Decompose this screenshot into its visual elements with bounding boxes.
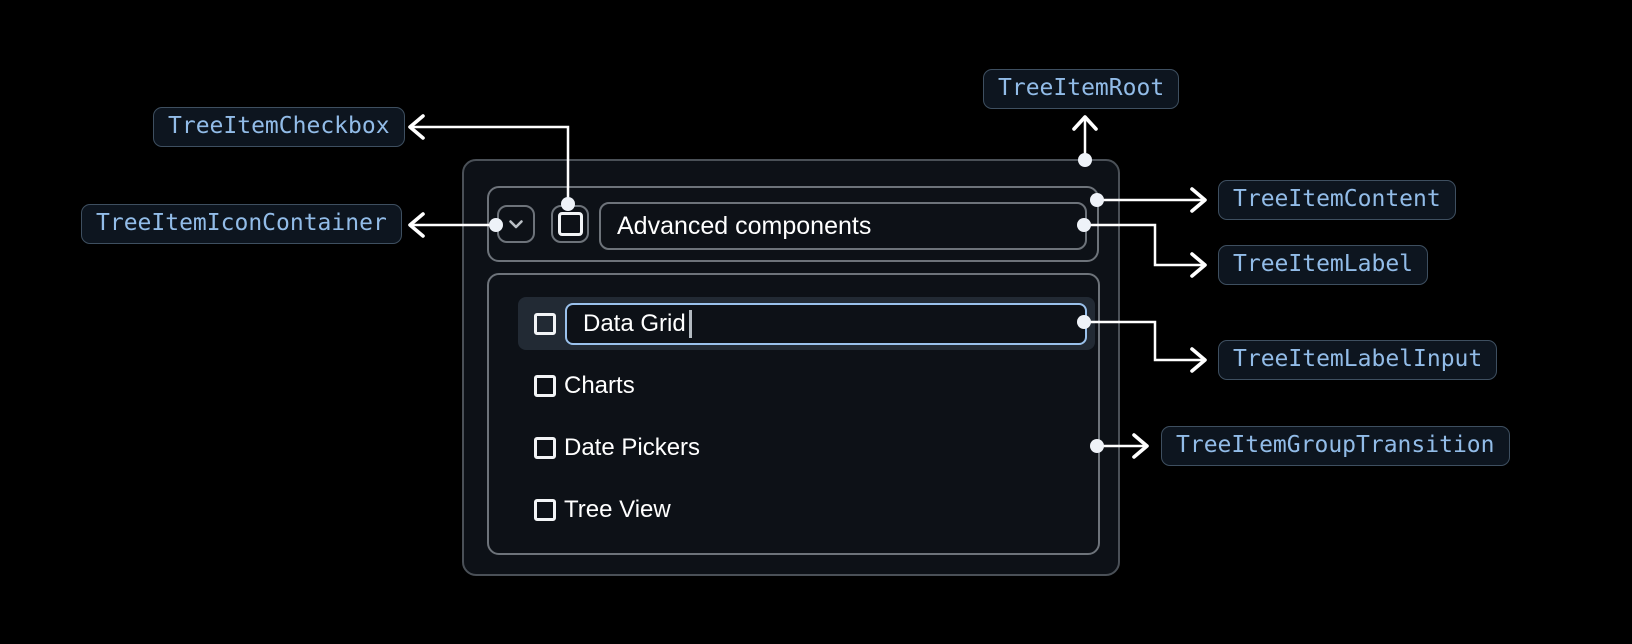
tree-row-label: Tree View xyxy=(564,495,671,523)
checkbox-unchecked-icon[interactable] xyxy=(534,498,556,521)
tree-item-root: Advanced components Data Grid Charts Dat… xyxy=(462,159,1120,576)
tree-item-checkbox[interactable] xyxy=(551,205,589,243)
tree-row-editing[interactable]: Data Grid xyxy=(518,297,1095,350)
checkbox-unchecked-icon[interactable] xyxy=(534,436,556,459)
text-caret-icon xyxy=(688,309,692,338)
annotation-tree-item-checkbox: TreeItemCheckbox xyxy=(153,107,405,147)
tree-row[interactable]: Tree View xyxy=(518,483,1095,536)
checkbox-unchecked-icon xyxy=(557,212,583,236)
tree-row[interactable]: Date Pickers xyxy=(518,421,1095,474)
annotation-tree-item-content: TreeItemContent xyxy=(1218,180,1456,220)
tree-item-group-transition: Data Grid Charts Date Pickers Tree View xyxy=(487,273,1100,555)
annotation-tree-item-label-input: TreeItemLabelInput xyxy=(1218,340,1498,380)
tree-item-label-text: Advanced components xyxy=(617,211,872,240)
tree-item-content[interactable]: Advanced components xyxy=(487,186,1099,262)
tree-item-icon-container[interactable] xyxy=(497,205,535,243)
annotation-tree-item-group-transition: TreeItemGroupTransition xyxy=(1161,426,1510,466)
tree-row-label: Date Pickers xyxy=(564,433,701,461)
chevron-down-icon xyxy=(509,220,523,229)
annotation-tree-item-icon-container: TreeItemIconContainer xyxy=(81,204,402,244)
label-input-value: Data Grid xyxy=(583,309,686,337)
checkbox-unchecked-icon[interactable] xyxy=(534,312,556,335)
checkbox-unchecked-icon[interactable] xyxy=(534,374,556,397)
tree-item-label: Advanced components xyxy=(599,202,1087,250)
annotation-tree-item-label: TreeItemLabel xyxy=(1218,245,1429,285)
tree-row[interactable]: Charts xyxy=(518,359,1095,412)
tree-row-label: Charts xyxy=(564,371,635,399)
tree-item-label-input[interactable]: Data Grid xyxy=(565,302,1087,345)
annotation-tree-item-root: TreeItemRoot xyxy=(983,69,1180,109)
